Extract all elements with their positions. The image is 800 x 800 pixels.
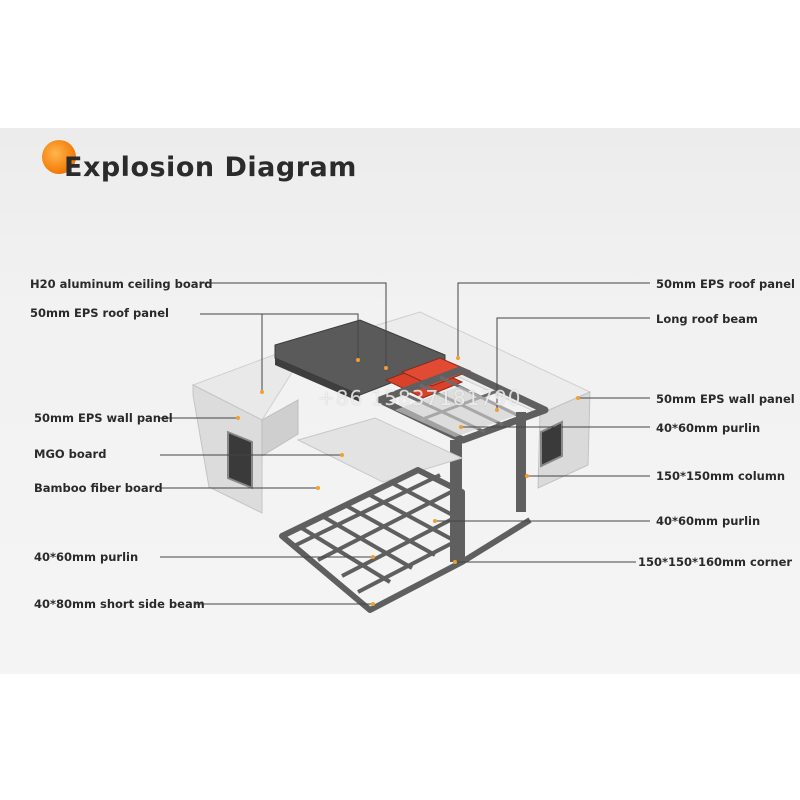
left-window: [227, 430, 253, 490]
label-eps-wall-panel-left: 50mm EPS wall panel: [34, 411, 173, 425]
label-short-side-beam: 40*80mm short side beam: [34, 597, 205, 611]
label-eps-roof-panel-left: 50mm EPS roof panel: [30, 306, 169, 320]
label-purlin-right-top: 40*60mm purlin: [656, 421, 761, 435]
diagram-background: [0, 128, 800, 674]
dark-roof-edge: [275, 358, 360, 402]
long-floor-beam: [460, 517, 532, 565]
left-wall-side: [261, 399, 299, 457]
label-eps-roof-panel-right: 50mm EPS roof panel: [656, 277, 795, 291]
leader-endpoints: [236, 356, 580, 606]
right-column: [516, 412, 526, 512]
label-purlin-left: 40*60mm purlin: [34, 550, 139, 564]
label-bamboo-fiber-board: Bamboo fiber board: [34, 481, 163, 495]
label-column: 150*150mm column: [656, 469, 786, 483]
floor-board: [296, 417, 464, 483]
label-mgo-board: MGO board: [34, 447, 107, 461]
ceiling-tile-row: [395, 386, 520, 437]
right-window: [540, 420, 563, 468]
watermark-text: +86 15837181790: [318, 386, 522, 410]
page-title: Explosion Diagram: [64, 152, 357, 183]
title-accent-dot: [42, 140, 76, 174]
leader-lines: [160, 282, 650, 605]
right-wall-front: [537, 391, 591, 489]
label-purlin-right-bottom: 40*60mm purlin: [656, 514, 761, 528]
label-h20-aluminum-ceiling-board: H20 aluminum ceiling board: [30, 277, 213, 291]
label-eps-wall-panel-right: 50mm EPS wall panel: [656, 392, 795, 406]
floor-frame-outline: [279, 467, 465, 613]
label-long-roof-beam: Long roof beam: [656, 312, 758, 326]
label-corner: 150*150*160mm corner: [638, 555, 793, 569]
floor-purlins: [295, 473, 463, 594]
